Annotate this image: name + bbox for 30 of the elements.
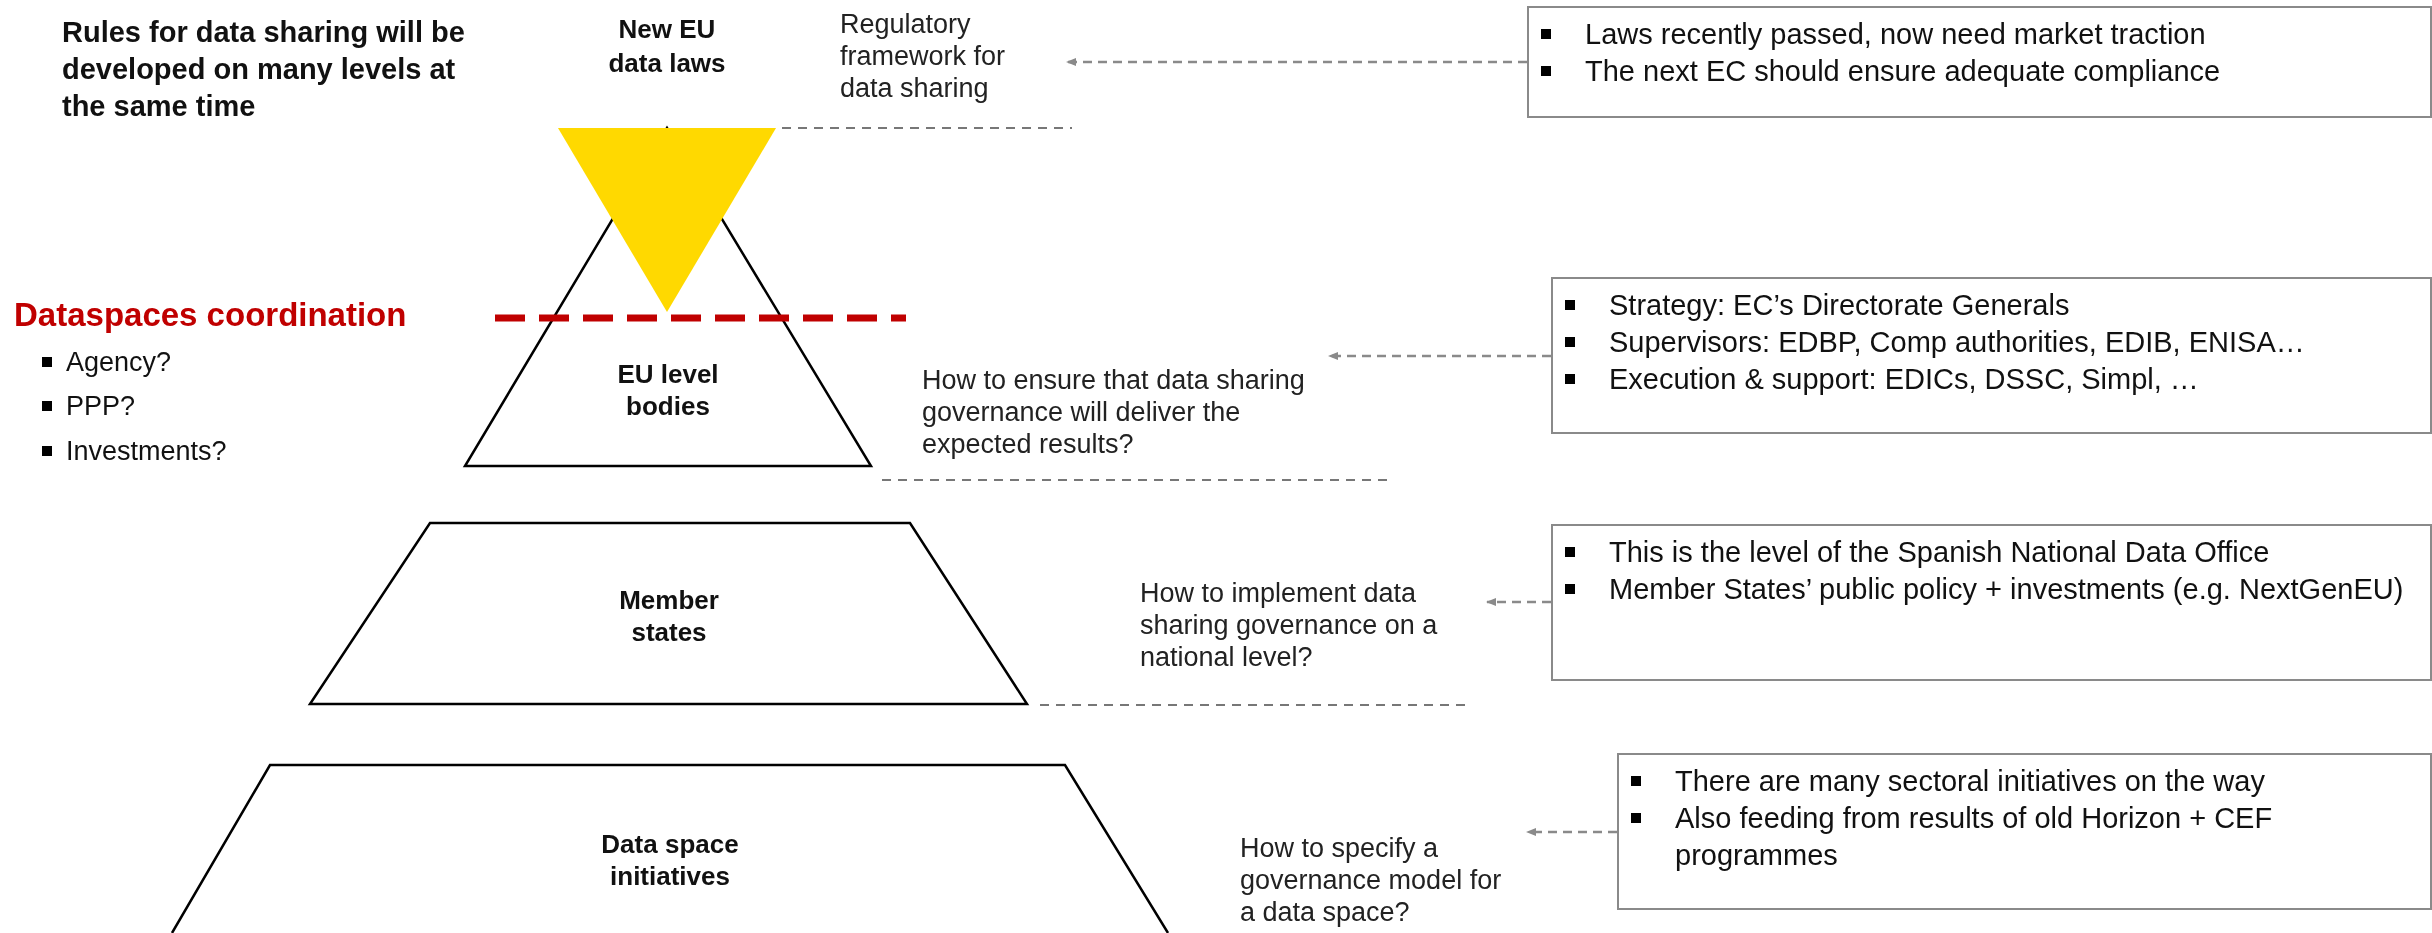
level-label: Data space initiatives [600,828,740,892]
question-text: How to implement data sharing governance on a national level? [1140,577,1475,673]
bullet-item: Agency? [30,344,172,380]
coordination-label: Dataspaces coordination [14,296,407,334]
level-label: EU level bodies [616,358,720,422]
note-box [1551,524,2432,681]
level-label: New EU data laws [608,13,726,80]
bullet-item: The next EC should ensure adequate compliance [1529,53,2420,90]
bullet-item: Execution & support: EDICs, DSSC, Simpl, … [1553,361,2420,398]
bullet-item: This is the level of the Spanish National Data Office [1553,534,2420,571]
bullet-item: There are many sectoral initiatives on the way [1619,763,2420,800]
bullet-item: Member States’ public policy + investments (e.g. NextGenEU) [1553,571,2420,608]
question-text: Regulatory framework for data sharing [840,8,1055,104]
arrow [1066,58,1527,66]
bullet-item: Laws recently passed, now need market traction [1529,16,2420,53]
bullet-item: Supervisors: EDBP, Comp authorities, EDIB, ENISA… [1553,324,2420,361]
bullet-item: Also feeding from results of old Horizon + CEF programmes [1619,800,2420,874]
level-label: Member states [618,584,720,648]
bullet-item: Strategy: EC’s Directorate Generals [1553,287,2420,324]
bullet-item: PPP? [30,388,136,424]
question-text: How to specify a governance model for a data space? [1240,832,1515,928]
arrow [1526,828,1617,836]
note-box [1551,277,2432,434]
arrow [1328,352,1551,360]
bullet-item: Investments? [30,433,227,469]
arrow [1486,598,1551,606]
question-text: How to ensure that data sharing governance will deliver the expected results? [922,364,1317,460]
heading-text: Rules for data sharing will be developed on many levels at the same time [62,15,466,124]
note-box [1527,6,2432,118]
note-box [1617,753,2432,910]
